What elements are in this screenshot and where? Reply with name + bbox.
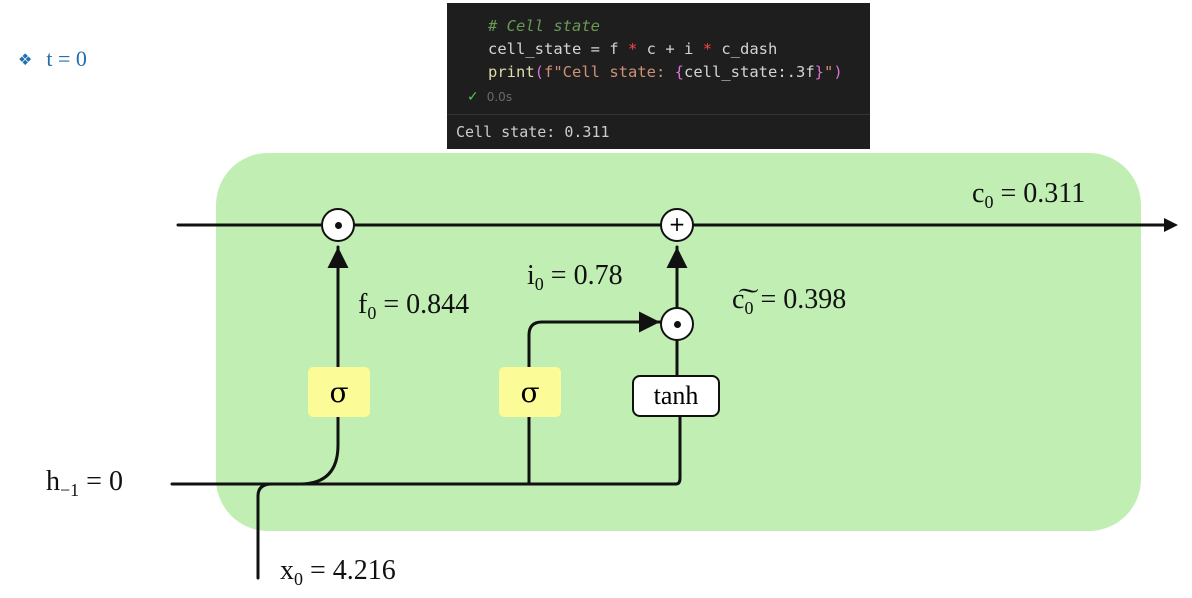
time-step-label: t = 0 <box>46 46 87 71</box>
input-gate-sigmoid: σ <box>499 367 561 417</box>
candidate-value-label: c͠0 = 0.398 <box>732 284 847 318</box>
code-line-assign: cell_state = f * c + i * c_dash <box>488 40 778 58</box>
code-line-print: print(f"Cell state: {cell_state:.3f}") <box>488 63 843 81</box>
code-comment: # Cell state <box>488 17 600 35</box>
hidden-state-input-label: h−1 = 0 <box>46 466 123 500</box>
cell-state-arrowhead <box>1164 218 1178 232</box>
plus-icon: + <box>668 212 686 236</box>
multiply-dot-icon <box>673 320 681 328</box>
code-output: Cell state: 0.311 <box>447 114 870 149</box>
execution-status: ✓ 0.0s <box>467 89 512 105</box>
input-arrow <box>527 311 662 369</box>
candidate-tanh: tanh <box>632 375 720 417</box>
input-gate-value-label: i0 = 0.78 <box>527 260 623 294</box>
time-step-bullet: ❖ t = 0 <box>18 46 87 72</box>
forget-gate-value-label: f0 = 0.844 <box>358 289 470 323</box>
x-input-line <box>256 482 274 580</box>
multiply-dot-icon <box>334 221 342 229</box>
forget-path <box>298 415 340 486</box>
concat-line <box>170 415 682 486</box>
forget-gate-sigmoid: σ <box>308 367 370 417</box>
cell-state-output-label: c0 = 0.311 <box>972 178 1086 212</box>
add-op: + <box>660 208 694 242</box>
check-icon: ✓ <box>467 89 479 105</box>
diamond-bullet-icon: ❖ <box>18 49 33 69</box>
execution-time: 0.0s <box>486 90 513 104</box>
x-input-label: x0 = 4.216 <box>280 555 396 589</box>
input-multiply-op <box>660 307 694 341</box>
forget-multiply-op <box>321 208 355 242</box>
code-cell[interactable]: # Cell state cell_state = f * c + i * c_… <box>447 3 870 149</box>
